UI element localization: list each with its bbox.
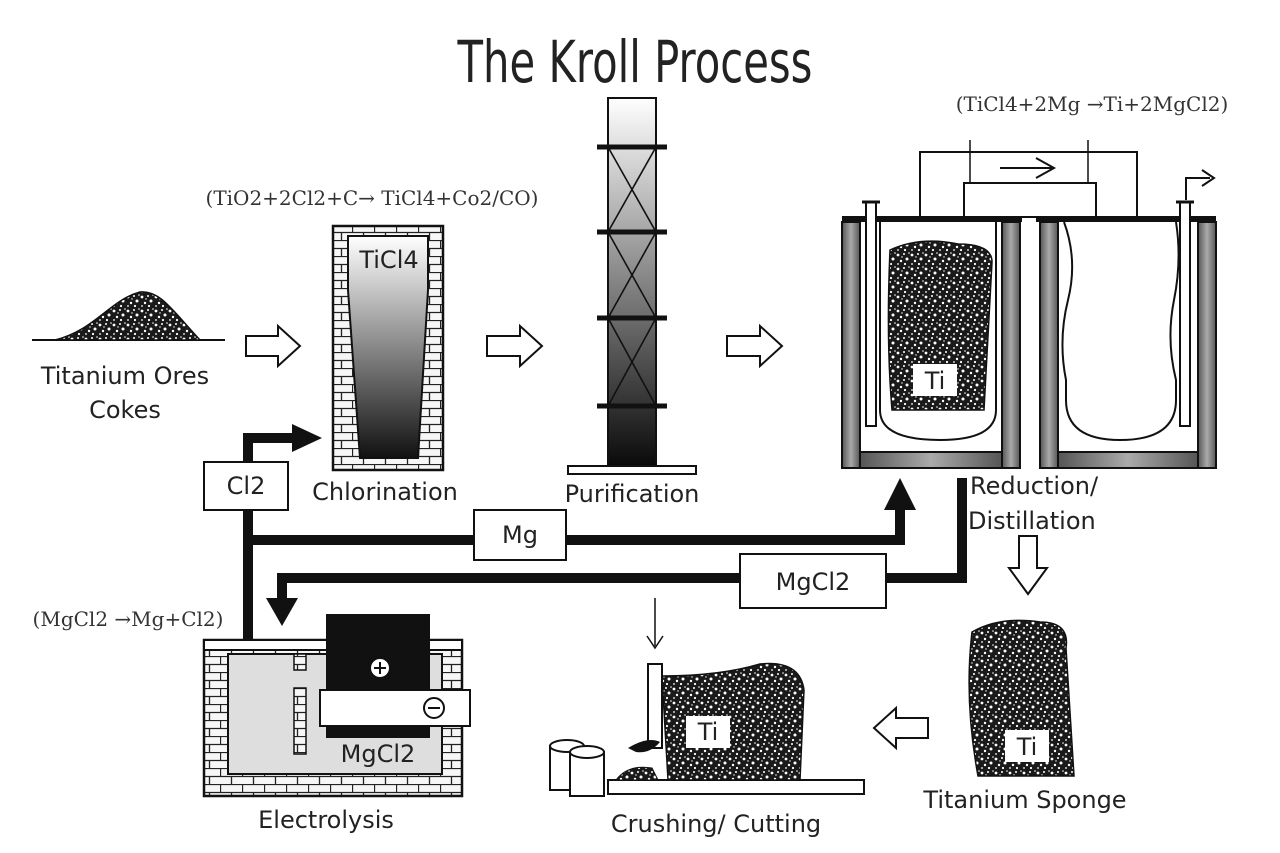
electrolysis-equation: (MgCl2 →Mg+Cl2) (33, 607, 224, 631)
ti-reactor-tag (913, 364, 957, 396)
mg-box (473, 509, 567, 561)
cathode-icon (423, 697, 445, 719)
crushing-station (549, 598, 865, 797)
reduction-reactor (841, 140, 1217, 469)
flow-arrow-icon (245, 323, 302, 369)
anode-icon (369, 657, 391, 679)
reduction-equation: (TiCl4+2Mg →Ti+2MgCl2) (956, 92, 1229, 116)
chlorination-equation: (TiO2+2Cl2+C→ TiCl4+Co2/CO) (206, 186, 539, 210)
flow-arrow-icon (726, 323, 784, 369)
mgcl2-flow-box (739, 553, 887, 609)
ti-reactor-label: Ti (924, 367, 946, 395)
cokes-label: Cokes (89, 396, 161, 424)
reduction-label: Reduction/ (970, 472, 1099, 500)
diagram-title: The Kroll Process (457, 28, 813, 96)
chlorination-label: Chlorination (312, 478, 458, 506)
ti-sponge-label: Ti (1016, 733, 1038, 761)
mgcl2-bath-label: MgCl2 (341, 740, 416, 768)
electrolysis-cell (202, 614, 471, 798)
crushing-label: Crushing/ Cutting (611, 810, 821, 838)
ores-label: Titanium Ores (40, 362, 209, 390)
down-arrow-icon (1007, 535, 1049, 596)
mgcl2-flow-label: MgCl2 (776, 568, 851, 596)
left-arrow-icon (872, 705, 929, 751)
titanium-ore-pile (32, 291, 225, 341)
ti-crushing-label: Ti (697, 718, 719, 746)
ticl4-label: TiCl4 (358, 246, 418, 274)
mg-label: Mg (502, 521, 538, 549)
electrolysis-label: Electrolysis (258, 806, 394, 834)
distillation-label: Distillation (968, 507, 1096, 535)
cl2-label: Cl2 (227, 472, 266, 500)
sponge-label: Titanium Sponge (922, 786, 1126, 814)
purification-label: Purification (565, 480, 700, 508)
ingot-cylinders (549, 739, 605, 797)
distillation-column (567, 97, 697, 475)
flow-arrow-icon (486, 323, 544, 369)
ti-sponge-tag (1005, 730, 1049, 762)
cl2-box (203, 461, 289, 511)
chlorinator (331, 224, 445, 472)
ti-crushing-tag (686, 716, 730, 748)
